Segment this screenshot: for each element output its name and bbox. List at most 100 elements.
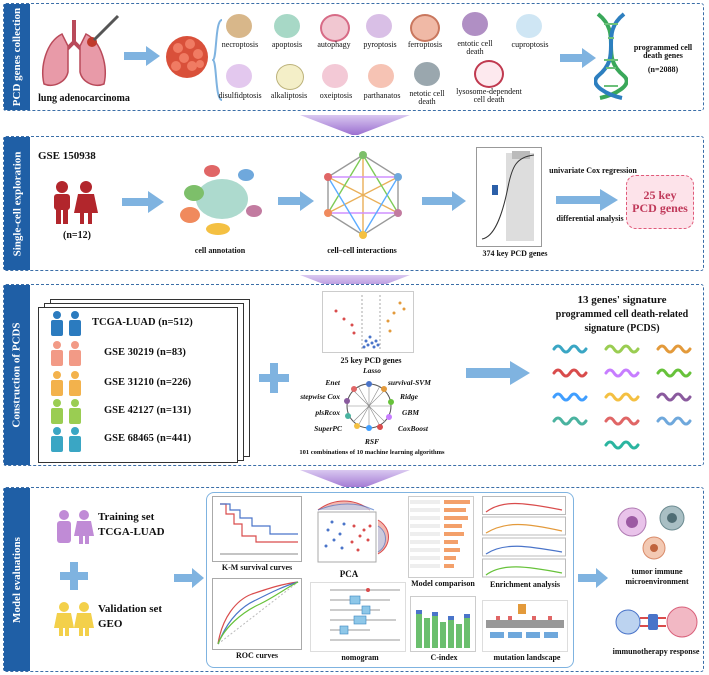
algo-lasso: Lasso (363, 366, 381, 375)
pcd-label-cuproptosis: cuproptosis (511, 40, 549, 49)
cohort-gse68465: GSE 68465 (n=441) (104, 433, 192, 444)
autophagy-icon (320, 14, 350, 42)
umap-plot (180, 165, 262, 235)
enrichment-plot (482, 496, 566, 578)
tme-label-2: microenvironment (625, 577, 689, 586)
people-icon-teal (51, 427, 81, 452)
cohort-gse31210: GSE 31210 (n=226) (104, 377, 192, 388)
volcano-label: 25 key PCD genes (340, 356, 402, 365)
arrow-right-icon (122, 191, 164, 213)
km-label: K-M survival curves (221, 563, 293, 572)
volcano-plot (322, 291, 414, 353)
people-icon (54, 181, 98, 224)
people-icon-orange (51, 371, 81, 396)
cohort-gse42127: GSE 42127 (n=131) (104, 405, 192, 416)
necroptosis-icon (226, 14, 252, 38)
immunotherapy-icon (615, 606, 698, 638)
key-genes-label: 374 key PCD genes (482, 249, 548, 258)
gene-signature-icons (552, 344, 692, 450)
tme-label-1: tumor immune (631, 567, 683, 576)
pcd-label-necroptosis: necroptosis (221, 40, 259, 49)
nomogram-label: nomogram (341, 653, 379, 662)
algo-stepwise-cox: stepwise Cox (300, 392, 340, 401)
univariate-label: univariate Cox regression (549, 166, 637, 175)
funnel-arrow-icon (300, 115, 410, 135)
pcd-label-disulfidptosis: disulfidptosis (218, 91, 262, 100)
arrow-right-icon (174, 568, 204, 588)
people-icon-purple (57, 510, 94, 544)
arrow-right-icon (124, 46, 160, 66)
signature-title-1: 13 genes' signature (577, 294, 667, 306)
people-icon-salmon (51, 341, 81, 366)
ferroptosis-icon (410, 14, 440, 42)
gene-ranking-plot (476, 147, 542, 247)
mutation-label: mutation landscape (493, 653, 561, 662)
validation-label-2: GEO (98, 618, 123, 630)
netotic-icon (414, 62, 440, 86)
oxeiptosis-icon (322, 64, 348, 88)
algo-plsrcox: plsRcox (315, 408, 340, 417)
algo-gbm: GBM (402, 408, 420, 417)
panel-model-evaluations: Model evaluations Training set TCGA-LUAD… (3, 487, 704, 672)
algo-superpc: SuperPC (314, 424, 342, 433)
panel-4-side-label: Model evaluations (4, 488, 30, 671)
pcd-label-entotic: entotic cell death (457, 39, 493, 57)
sample-count: (n=12) (63, 230, 91, 241)
people-icon-yellow (54, 602, 94, 636)
pcd-label-lysosome: lysosome-dependent cell death (456, 87, 522, 105)
panel-construction: Construction of PCDS TCGA-LUAD (n=512) G… (3, 284, 704, 466)
gene-label: programmed cell death genes (633, 43, 693, 61)
pyroptosis-icon (366, 14, 392, 38)
algo-coxboost: CoxBoost (398, 424, 429, 433)
algo-survival-svm: survival-SVM (388, 378, 431, 387)
panel-3-side-label: Construction of PCDS (4, 285, 30, 465)
lysosome-icon (474, 60, 504, 88)
plus-icon (60, 562, 88, 590)
validation-label-1: Validation set (98, 603, 163, 615)
pca-label: PCA (339, 569, 359, 579)
pcd-label-alkaliptosis: alkaliptosis (270, 91, 308, 100)
panel-pcd-collection: PCD genes collection lung adenocarcinoma… (3, 3, 704, 111)
result-box: 25 key PCD genes (626, 175, 694, 229)
pcd-label-autophagy: autophagy (317, 40, 351, 49)
pcd-label-pyroptosis: pyroptosis (363, 40, 397, 49)
cohort-gse30219: GSE 30219 (n=83) (104, 347, 186, 358)
model-comparison-plot (408, 496, 474, 578)
roc-plot (212, 578, 302, 650)
km-plot (212, 496, 302, 562)
training-label-2: TCGA-LUAD (98, 526, 165, 538)
cancer-label: lung adenocarcinoma (38, 93, 130, 104)
result-label: 25 key PCD genes (632, 187, 688, 215)
cindex-label: C-index (430, 653, 458, 662)
algo-enet: Enet (325, 378, 340, 387)
pcd-label-oxeiptosis: oxeiptosis (319, 91, 353, 100)
immune-cells-icon (617, 505, 685, 560)
pcd-label-ferroptosis: ferroptosis (407, 40, 443, 49)
nomogram-plot (310, 582, 406, 652)
parthanatos-icon (368, 64, 394, 88)
enrichment-label: Enrichment analysis (489, 580, 560, 589)
arrow-right-icon (422, 191, 466, 211)
bracket-icon (212, 19, 223, 101)
mutation-plot (482, 600, 568, 652)
pcd-label-parthanatos: parthanatos (363, 91, 401, 100)
disulfidptosis-icon (226, 64, 252, 88)
apoptosis-icon (274, 14, 300, 38)
panel-2-side-label: Single-cell exploration (4, 137, 30, 270)
cohort-tcga: TCGA-LUAD (n=512) (92, 317, 193, 328)
cindex-plot (410, 596, 476, 652)
plus-icon (259, 363, 289, 393)
arrow-right-icon (556, 189, 618, 211)
panel-single-cell: Single-cell exploration GSE 150938 (n=12… (3, 136, 704, 271)
dna-icon (594, 12, 628, 100)
differential-label: differential analysis (556, 214, 624, 223)
arrow-right-icon (278, 191, 314, 211)
ml-label: 101 combinations of 10 machine learning … (299, 449, 445, 456)
gene-count: (n=2088) (647, 65, 679, 74)
cell-annotation-label: cell annotation (194, 246, 246, 255)
immunotherapy-label: immunotherapy response (612, 647, 700, 656)
training-label-1: Training set (98, 511, 155, 523)
panel-1-side-label: PCD genes collection (4, 4, 30, 110)
arrow-right-icon (578, 568, 608, 588)
cuproptosis-icon (516, 14, 542, 38)
